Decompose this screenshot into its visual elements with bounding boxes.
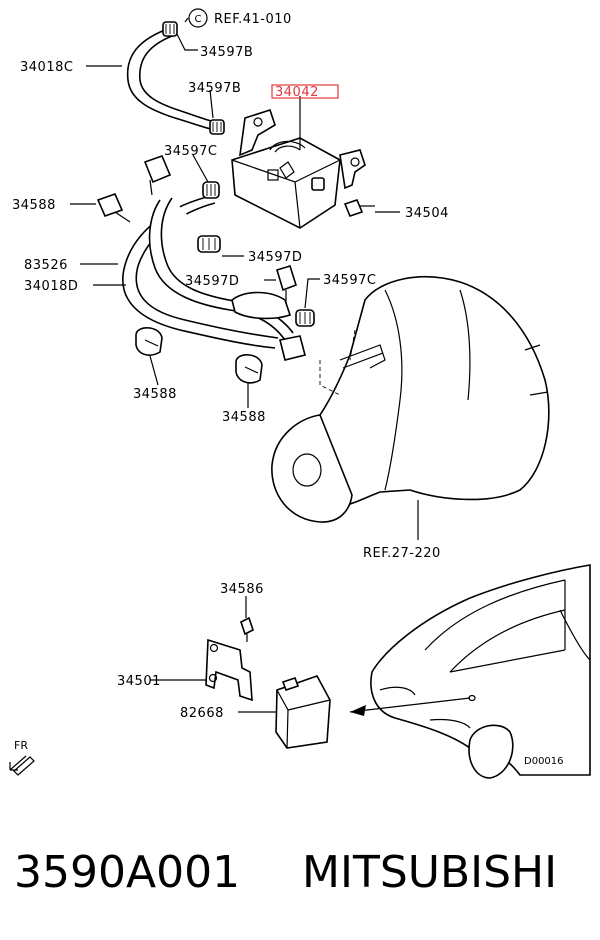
clamp-34597c-right [295,309,315,327]
highlight-box-34042 [271,84,339,99]
callout-34597b-mid: 34597B [188,81,241,96]
fr-arrow-icon [9,755,35,776]
ref-41-circle: C [188,8,208,28]
clamp-34597b-top [162,21,178,37]
callout-34588-bottom1: 34588 [133,387,177,402]
callout-34501: 34501 [117,674,161,689]
callout-34588-bottom2: 34588 [222,410,266,425]
callout-ref-27-220: REF.27-220 [363,546,441,561]
clip-34588-b [235,354,263,384]
connector-left [96,154,172,223]
callout-34586: 34586 [220,582,264,597]
clamp-34597c-left [202,181,220,199]
transmission [271,276,550,523]
footer-brand: MITSUBISHI [302,847,557,898]
callout-34597d-right: 34597D [248,250,302,265]
callout-82668: 82668 [180,706,224,721]
fitting-center [231,291,306,361]
clamp-34597d-right [197,235,221,253]
clip-34588-a [135,327,163,356]
bolt-34504 [343,199,375,217]
bracket-34501 [205,638,253,702]
diagram-code: D00016 [524,756,564,767]
callout-ref-41-010: REF.41-010 [214,12,292,27]
connector-34597d-mid [276,265,297,305]
leaders [70,17,419,713]
callout-34504: 34504 [405,206,449,221]
screw-34586 [240,616,254,642]
callout-34597b-top: 34597B [200,45,253,60]
callout-34597c-left: 34597C [164,144,217,159]
ref-circle-letter: C [195,14,202,25]
hose-34018c [126,29,216,131]
ecu-82668 [275,675,331,749]
callout-34588-left: 34588 [12,198,56,213]
pointer-arrow [349,697,471,716]
callout-34018c: 34018C [20,60,73,75]
callout-34597d-mid: 34597D [185,274,239,289]
callout-34597c-right: 34597C [323,273,376,288]
fr-label: FR [14,739,28,752]
module-34042 [231,108,366,229]
callout-34018d: 34018D [24,279,78,294]
clamp-34597b-mid [209,119,225,135]
callout-34042: 34042 [275,85,319,100]
callout-83526: 83526 [24,258,68,273]
car-outline [370,564,591,779]
footer-part-number: 3590A001 [14,847,240,898]
